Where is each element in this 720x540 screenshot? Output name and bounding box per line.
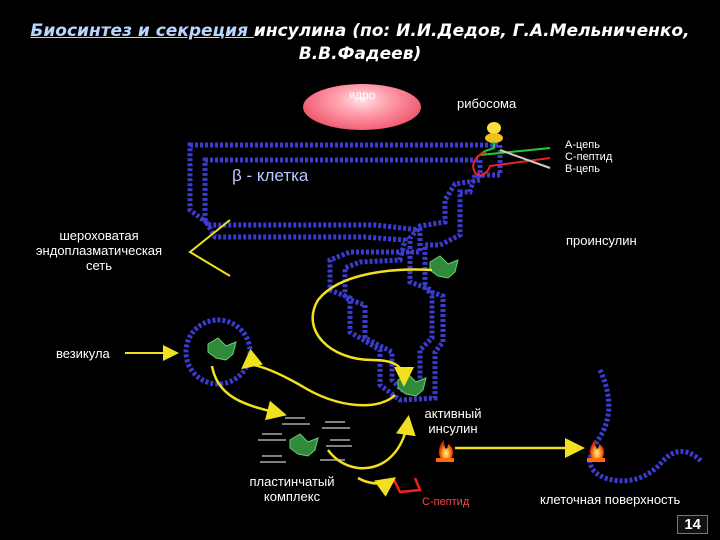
title-line2: В.В.Фадеев): [298, 44, 422, 64]
golgi-label: пластинчатый комплекс: [228, 474, 356, 504]
rough-er-line2: эндоплазматическая: [35, 243, 163, 258]
golgi-protein-icon: [289, 433, 319, 457]
c-peptide-top-label: С-пептид: [565, 151, 613, 163]
proinsulin-icon: [429, 255, 459, 279]
c-peptide-bottom-label: С-пептид: [422, 496, 470, 508]
c-peptide-free: [387, 477, 422, 494]
title-rest: инсулина (по: И.И.Дедов, Г.А.Мельниченко…: [253, 21, 690, 41]
golgi-line2: комплекс: [263, 489, 321, 504]
golgi-icon: [258, 417, 352, 463]
beta-cell-label: β - клетка: [232, 166, 309, 185]
receptor-flame-icon: [587, 440, 605, 462]
ribosome-icon: [485, 122, 503, 143]
b-chain-label: В-цепь: [565, 163, 600, 175]
cell-surface-label: клеточная поверхность: [540, 492, 681, 507]
rough-er-line3: сеть: [85, 258, 113, 273]
title-underlined: Биосинтез и секреция: [30, 21, 254, 41]
nucleus-label: ядро: [348, 88, 376, 102]
rough-er-line1: шероховатая: [59, 228, 139, 243]
active-insulin-line1: активный: [424, 406, 482, 421]
ribosome-label: рибосома: [457, 96, 517, 111]
nucleus-icon: [303, 84, 421, 130]
golgi-line1: пластинчатый: [249, 474, 335, 489]
a-chain-pointer: [479, 147, 551, 156]
c-peptide-line: [472, 151, 551, 177]
slide-title: Биосинтез и секреция инсулина (по: И.И.Д…: [0, 20, 720, 66]
vesicle-protein-icon: [207, 337, 237, 361]
active-insulin-line2: инсулин: [428, 421, 478, 436]
insulin-flame-icon: [436, 440, 454, 462]
b-chain-pointer: [499, 149, 551, 169]
secretion-pathway: [210, 268, 585, 497]
receptor-icon: [587, 368, 704, 484]
active-insulin-label: активный инсулин: [408, 406, 498, 436]
pointer-arrows: [125, 219, 231, 361]
page-number: 14: [677, 515, 708, 534]
rough-er-label: шероховатая эндоплазматическая сеть: [18, 228, 180, 273]
vesicle-label: везикула: [56, 346, 110, 361]
a-chain-label: А-цепь: [565, 139, 600, 151]
proinsulin-label: проинсулин: [566, 233, 637, 248]
